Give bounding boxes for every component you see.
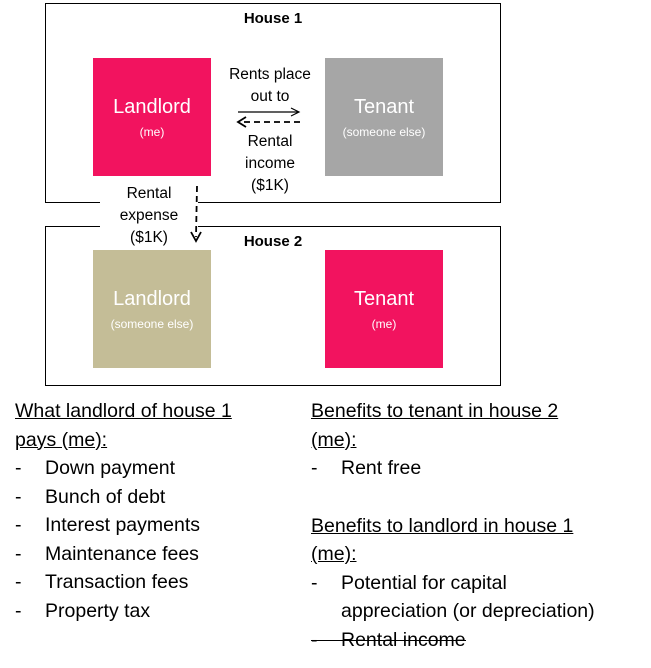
house-2-tenant-role: Tenant [353,288,415,310]
house-1-landlord-box: Landlord (me) [93,58,211,176]
list-item: Rent free [311,454,649,483]
house-2-landlord-role: Landlord [113,288,191,310]
rents-out-label: Rents place out to [212,64,328,108]
landlord-costs-heading-line-1: What landlord of house 1 [15,400,232,422]
landlord-benefits-heading: Benefits to landlord in house 1 (me): [311,512,649,569]
house-1-tenant-box: Tenant (someone else) [325,58,443,176]
rental-expense-label: Rental expense ($1K) [100,183,198,249]
list-item-line-2: appreciation (or depreciation) [341,600,595,622]
rental-expense-label-line-1: Rental [126,185,172,202]
list-item-line-1: Potential for capital [341,571,507,594]
rents-out-arrow [238,107,301,117]
struck-list-item: Rental income [311,626,649,655]
tenant-benefits-heading-line-2: (me): [311,428,357,451]
rental-income-label: Rental income ($1K) [212,131,328,197]
house-2-tenant-who: (me) [371,317,397,331]
list-item: Potential for capital appreciation (or d… [311,569,649,626]
tenant-benefits-list: Rent free [311,454,649,483]
tenant-benefits-heading: Benefits to tenant in house 2 (me): [311,397,649,454]
rental-income-label-line-2: income [245,155,295,172]
landlord-benefits-list: Potential for capital appreciation (or d… [311,569,649,655]
list-item: Transaction fees [15,568,300,597]
rental-income-label-line-3: ($1K) [251,177,289,194]
list-item: Bunch of debt [15,483,300,512]
house-1-title: House 1 [243,10,303,27]
struck-item-text: Rental income [341,628,466,651]
rental-income-label-line-1: Rental [247,133,293,150]
landlord-benefits-heading-line-1: Benefits to landlord in house 1 [311,514,574,537]
rental-expense-label-line-3: ($1K) [130,229,168,246]
list-item: Interest payments [15,511,300,540]
house-2-landlord-who: (someone else) [110,317,194,331]
list-item: Down payment [15,454,300,483]
house-1-landlord-role: Landlord [113,96,191,118]
landlord-costs-list: Down payment Bunch of debt Interest paym… [15,454,300,625]
landlord-costs-column: What landlord of house 1 pays (me): Down… [15,397,300,625]
house-2-title: House 2 [243,233,303,250]
house-2-tenant-box: Tenant (me) [325,250,443,368]
list-item: Property tax [15,597,300,626]
rents-out-label-line-2: out to [250,88,290,105]
landlord-costs-heading: What landlord of house 1 pays (me): [15,397,300,454]
rental-income-arrow [236,116,300,128]
house-1-tenant-who: (someone else) [342,125,426,139]
landlord-benefits-heading-line-2: (me): [311,543,357,565]
rental-expense-arrow [190,185,202,243]
tenant-benefits-heading-line-1: Benefits to tenant in house 2 [311,400,559,422]
rents-out-label-line-1: Rents place [229,66,311,83]
rental-expense-label-line-2: expense [119,207,179,224]
benefits-column: Benefits to tenant in house 2 (me): Rent… [311,397,649,654]
house-1-landlord-who: (me) [139,125,165,139]
landlord-costs-heading-line-2: pays (me): [15,428,108,451]
list-item: Maintenance fees [15,540,300,569]
house-2-landlord-box: Landlord (someone else) [93,250,211,368]
house-1-tenant-role: Tenant [353,96,415,118]
